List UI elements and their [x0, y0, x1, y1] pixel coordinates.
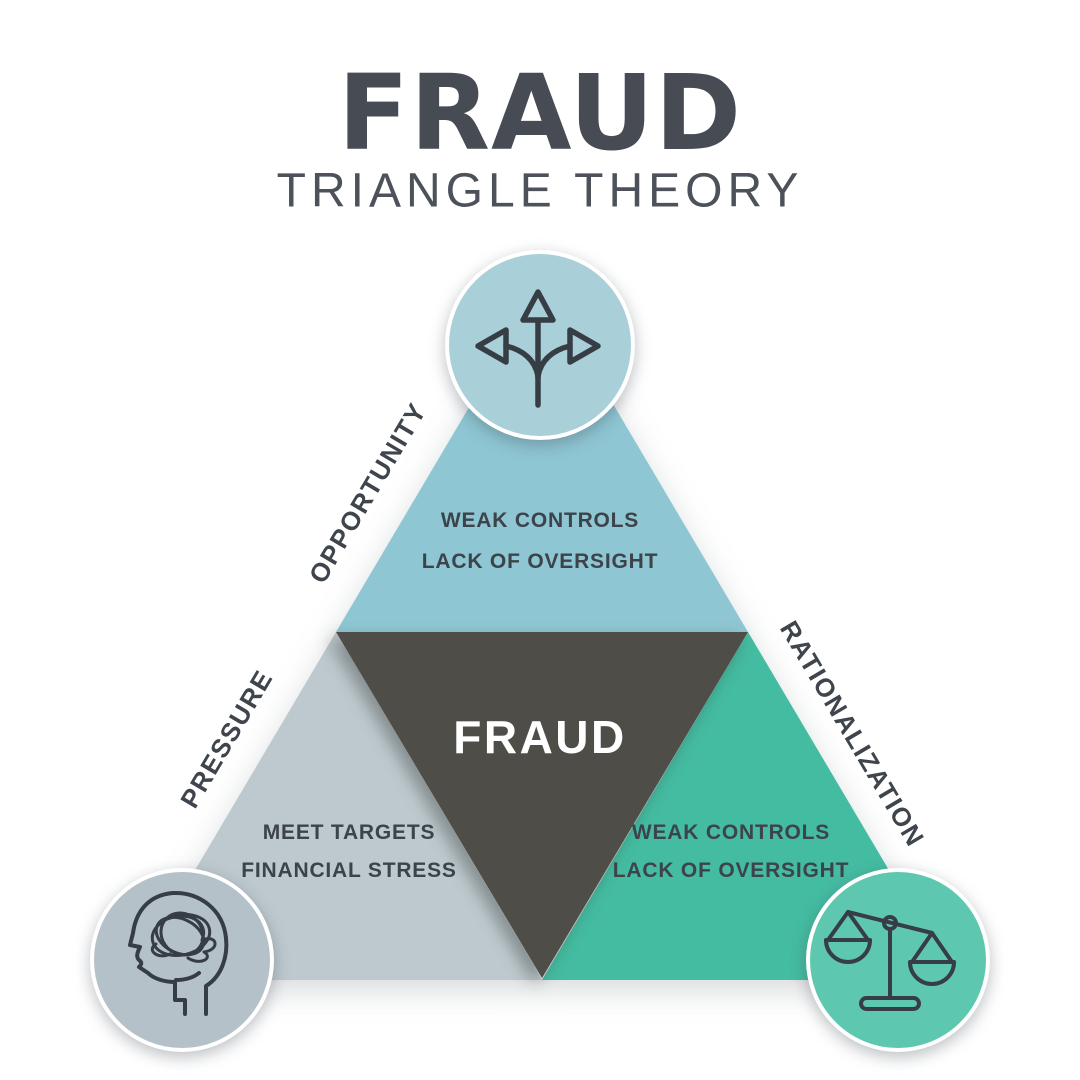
opportunity-section-shape: [336, 284, 748, 632]
rationalization-circle: [806, 868, 990, 1052]
page-subtitle: TRIANGLE THEORY: [276, 164, 804, 218]
opportunity-line-2: LACK OF OVERSIGHT: [421, 550, 659, 573]
rationalization-line-1: WEAK CONTROLS: [631, 821, 831, 844]
three-way-arrows-icon: [475, 289, 601, 408]
opportunity-circle: [445, 250, 635, 440]
fraud-center-label: FRAUD: [453, 711, 627, 763]
page-title: FRAUD: [337, 52, 743, 174]
pressure-line-1: MEET TARGETS: [262, 821, 436, 844]
pressure-circle: [90, 868, 274, 1052]
balance-scale-icon: [824, 910, 956, 1011]
tangled-mind-head-icon: [128, 890, 229, 1016]
rationalization-line-2: LACK OF OVERSIGHT: [612, 859, 850, 882]
pressure-circle-shape: [90, 868, 274, 1052]
opportunity-line-1: WEAK CONTROLS: [440, 509, 640, 532]
fraud-center-triangle: [336, 632, 748, 978]
pressure-line-2: FINANCIAL STRESS: [241, 859, 457, 882]
